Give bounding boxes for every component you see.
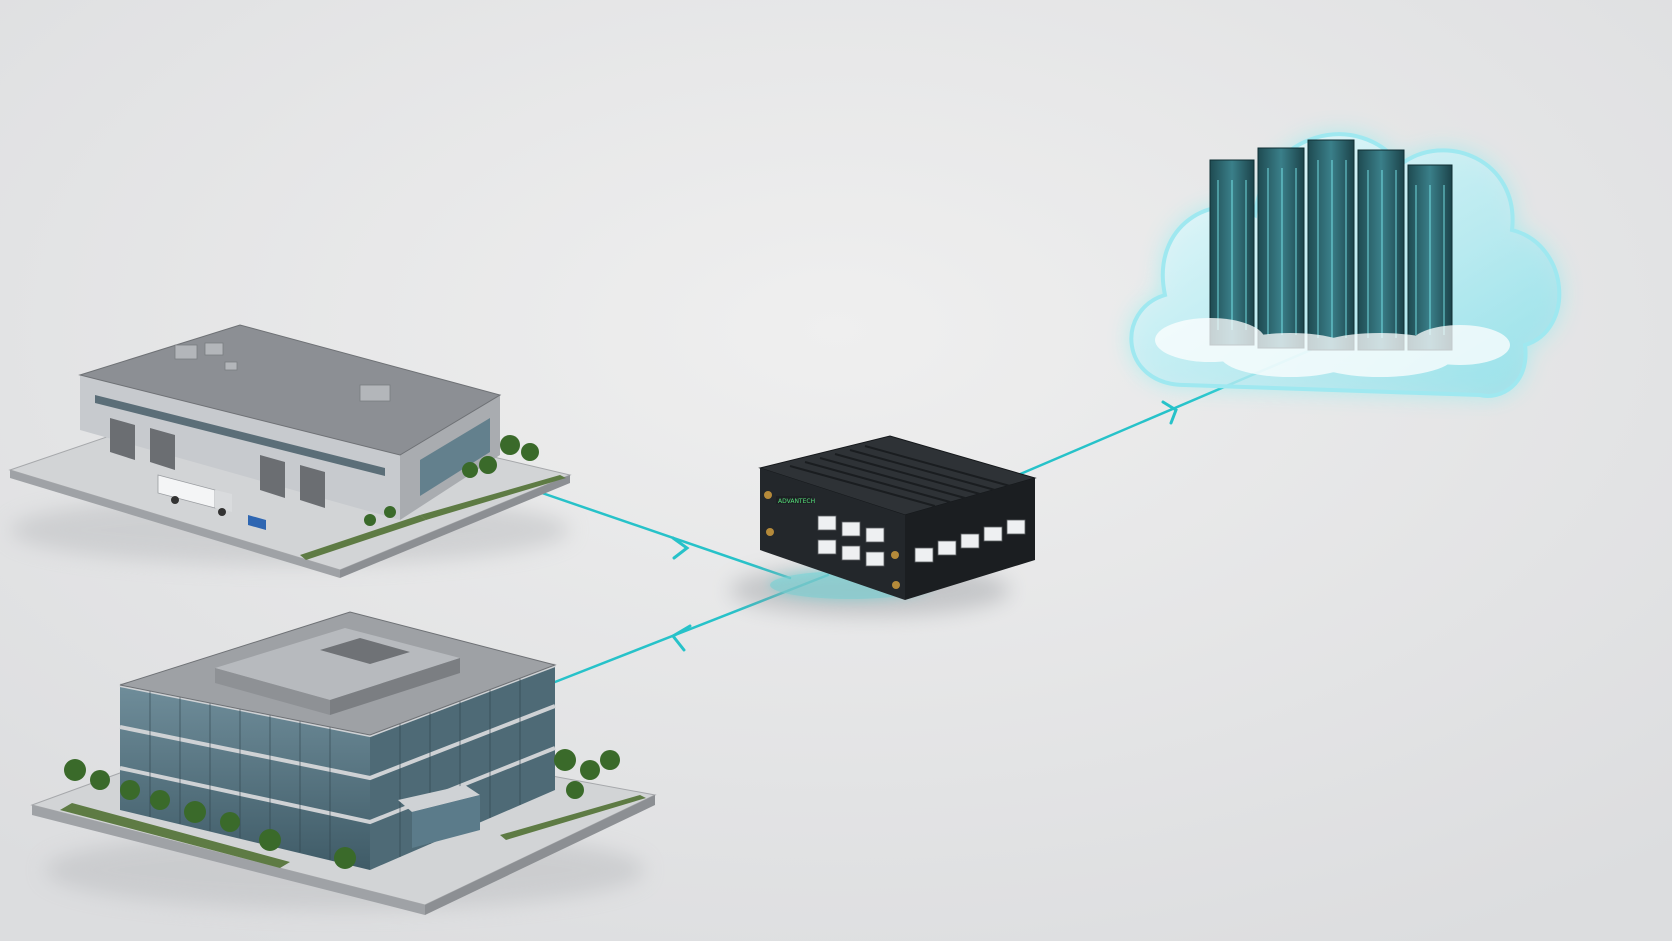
edge-warehouse-to-gateway xyxy=(508,480,792,580)
arrow-warehouse-to-gateway xyxy=(671,536,690,560)
warehouse-building-icon xyxy=(8,324,572,578)
cloud-datacenter-icon xyxy=(1129,132,1562,398)
office-building-icon xyxy=(30,611,657,915)
device-badge xyxy=(776,496,812,504)
arrow-gateway-to-cloud xyxy=(1161,400,1178,425)
device-badge-text: ADVANTECH xyxy=(778,498,815,505)
arrow-gateway-to-office xyxy=(670,624,692,652)
truck-icon xyxy=(157,474,232,516)
server-rack-group xyxy=(1209,139,1453,351)
router-gateway-icon: ADVANTECH xyxy=(730,435,1037,616)
